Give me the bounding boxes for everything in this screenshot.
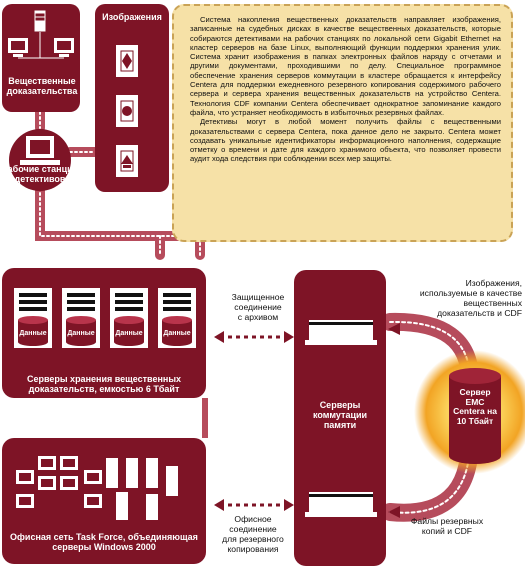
emc-centera-label: Сервер EMC Centera на 10 Тбайт: [453, 387, 497, 426]
workstation-computer-icon: [20, 136, 60, 165]
office-arrow: [214, 499, 294, 511]
archive-arrow: [214, 331, 294, 343]
storage-servers-label: Серверы хранения вещественных доказатель…: [26, 374, 182, 394]
rack-server-icon: [305, 492, 377, 517]
storage-panel: [2, 268, 206, 398]
disk-icon: [162, 316, 192, 346]
network-lines: [18, 32, 64, 59]
computer-icon: [54, 38, 74, 57]
rack-server-icon: [305, 320, 377, 345]
office-network-label: Офисная сеть Task Force, объединяющая се…: [10, 532, 198, 552]
description-paragraph: Детективы могут в любой момент получить …: [190, 117, 501, 164]
archive-connection-label: Защищенное соединение с архивом: [231, 292, 285, 322]
image-slot-triangle: [116, 145, 138, 177]
disk-label: Данные: [19, 330, 47, 337]
backup-files-arrow: [388, 506, 400, 518]
description-box: Система накопления вещественных доказате…: [172, 4, 513, 242]
image-slot-circle: [116, 95, 138, 127]
disk-label: Данные: [163, 330, 191, 337]
centera-cylinder: [449, 368, 501, 464]
office-computers-icon: [16, 456, 178, 520]
disk-label: Данные: [67, 330, 95, 337]
office-backup-connection-label: Офисное соединение для резервного копиро…: [222, 514, 284, 554]
memory-servers-label: Серверы коммутации памяти: [312, 400, 368, 430]
images-header: Изображения: [102, 12, 162, 22]
disk-icon: [66, 316, 96, 346]
disk-label: Данные: [115, 330, 143, 337]
backup-files-label: Файлы резервных копий и CDF: [410, 516, 484, 536]
image-slot-diamond: [116, 45, 138, 77]
disk-icon: [18, 316, 48, 346]
disk-icon: [114, 316, 144, 346]
evidence-label: Вещественные доказательства: [6, 76, 78, 96]
description-paragraph: Система накопления вещественных доказате…: [190, 15, 501, 117]
computer-icon: [8, 38, 28, 57]
computer-icon: [33, 9, 47, 33]
workstations-label: Рабочие станции детективов: [1, 164, 79, 184]
images-used-label: Изображения, используемые в качестве вещ…: [419, 278, 522, 318]
images-used-arrow: [388, 323, 400, 335]
